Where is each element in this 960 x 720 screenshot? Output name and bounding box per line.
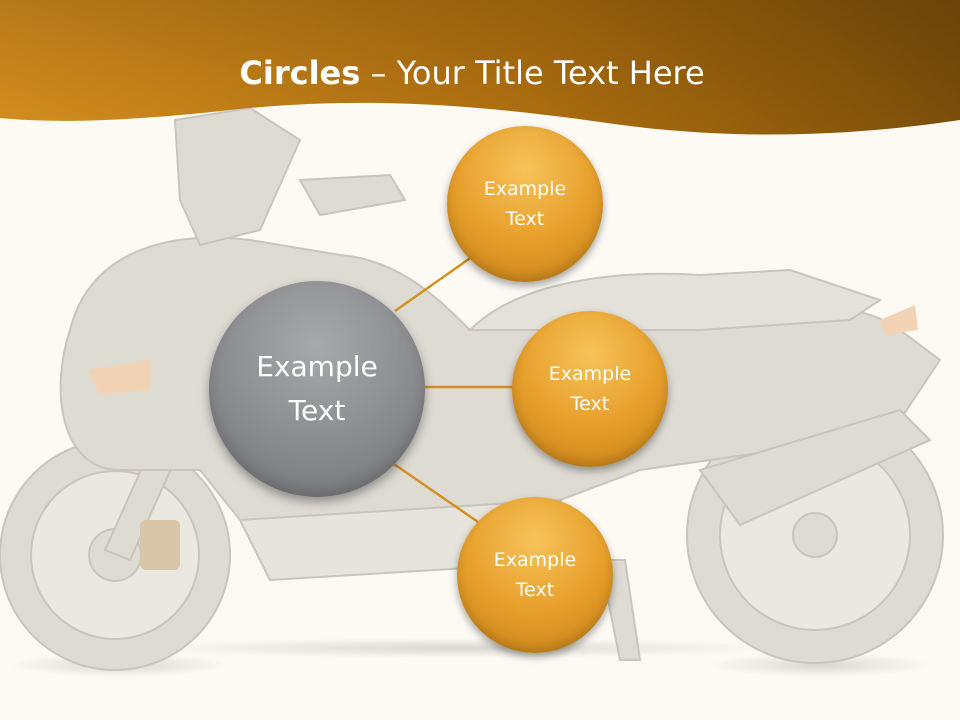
connector-line-3 [393, 462, 479, 524]
node-circle-3: Example Text [457, 497, 613, 653]
slide-title-bold: Circles [239, 54, 361, 92]
node-circle-1-line2: Text [505, 208, 545, 230]
center-circle-line1: Example [256, 350, 378, 383]
node-circle-3-line2: Text [515, 579, 555, 601]
node-circle-2-line2: Text [570, 393, 610, 415]
node-circle-2: Example Text [512, 311, 668, 467]
connector-line-1 [394, 252, 477, 313]
node-circle-3-line1: Example [493, 549, 577, 571]
slide-title-rest: – Your Title Text Here [360, 54, 705, 92]
slide-title: Circles – Your Title Text Here [0, 54, 944, 92]
node-circle-1-line1: Example [483, 178, 567, 200]
node-circle-2-line1: Example [548, 363, 632, 385]
center-circle: Example Text [209, 281, 425, 497]
node-circle-1: Example Text [447, 126, 603, 282]
center-circle-line2: Text [288, 394, 346, 427]
title-banner [0, 0, 960, 135]
